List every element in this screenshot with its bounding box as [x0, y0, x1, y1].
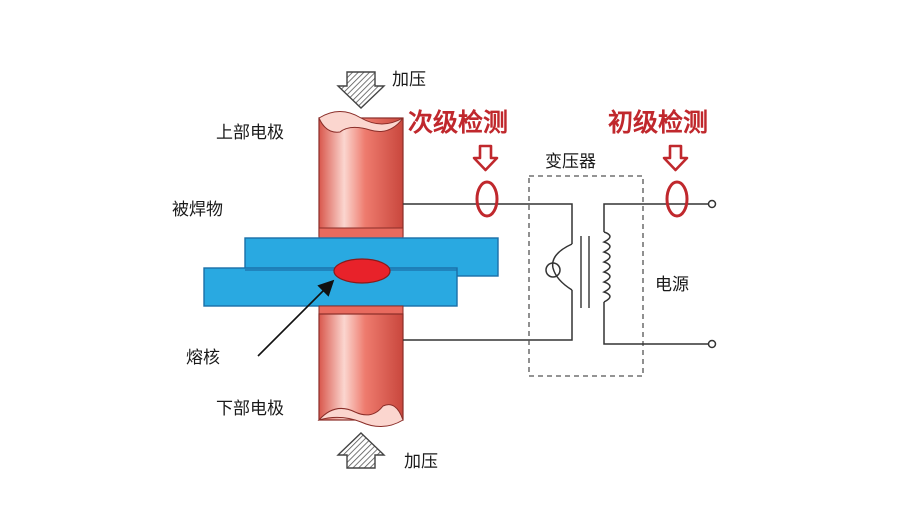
terminal-bottom	[707, 339, 717, 349]
upper-electrode	[318, 111, 404, 239]
pressure-bottom-label: 加压	[404, 452, 438, 472]
power-source-label: 电源	[655, 275, 689, 295]
secondary-sensor-ring	[475, 180, 499, 218]
primary-sensor-ring	[665, 180, 689, 218]
secondary-detection-arrow-icon	[472, 144, 499, 172]
pressure-top-label: 加压	[392, 70, 426, 90]
lower-electrode	[317, 305, 404, 427]
transformer-box	[528, 175, 644, 377]
transformer-core	[580, 236, 590, 308]
transformer-label: 变压器	[545, 152, 596, 172]
secondary-circuit-wires	[403, 203, 573, 341]
secondary-detection-label: 次级检测	[408, 108, 508, 137]
upper-electrode-label: 上部电极	[216, 123, 284, 143]
pressure-bottom-arrow-icon	[336, 432, 386, 469]
pressure-top-arrow-icon	[336, 71, 386, 109]
nugget-pointer-arrow	[257, 279, 335, 357]
terminal-top	[707, 199, 717, 209]
workpiece-plates	[203, 237, 499, 307]
primary-circuit-wires	[602, 203, 708, 345]
primary-detection-label: 初级检测	[608, 108, 708, 137]
primary-detection-arrow-icon	[662, 144, 689, 172]
workpiece-label: 被焊物	[172, 200, 223, 220]
weld-nugget	[333, 258, 391, 284]
nugget-label: 熔核	[186, 348, 220, 368]
lower-electrode-label: 下部电极	[216, 399, 284, 419]
